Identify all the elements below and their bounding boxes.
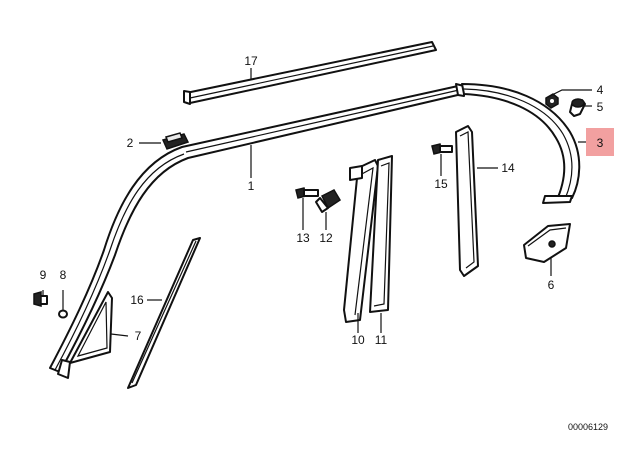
callout-8: 8 xyxy=(60,268,67,282)
part-2-clip xyxy=(161,132,190,150)
callout-7: 7 xyxy=(135,329,142,343)
document-number: 00006129 xyxy=(568,422,608,432)
callout-4: 4 xyxy=(597,83,604,97)
part-8-washer xyxy=(58,309,68,319)
part-3-rear-corner-moulding xyxy=(461,83,581,204)
callout-2: 2 xyxy=(127,136,134,150)
callout-10: 10 xyxy=(351,333,365,347)
callout-15: 15 xyxy=(434,177,448,191)
part-10-pillar-trim xyxy=(343,159,379,323)
part-1-door-frame-moulding xyxy=(49,83,465,379)
part-9-screw xyxy=(33,291,48,307)
callout-12: 12 xyxy=(319,231,333,245)
callout-9: 9 xyxy=(40,268,47,282)
part-11-pillar-trim xyxy=(369,155,393,313)
part-6-bracket xyxy=(523,223,571,263)
callout-13: 13 xyxy=(296,231,310,245)
callout-1: 1 xyxy=(248,179,255,193)
callout-14: 14 xyxy=(501,161,515,175)
callout-11: 11 xyxy=(375,333,388,347)
callout-labels: 17 2 1 4 5 3 6 7 8 9 10 11 12 13 14 15 1… xyxy=(40,54,614,347)
part-15-screw xyxy=(431,143,453,155)
callout-3: 3 xyxy=(597,136,604,150)
part-5-grommet xyxy=(569,98,586,117)
part-16-front-pillar-strip xyxy=(127,237,201,389)
part-13-screw xyxy=(295,187,319,199)
part-17-roof-strip xyxy=(183,41,437,105)
callout-6: 6 xyxy=(548,278,555,292)
part-7-mirror-triangle-trim xyxy=(69,291,113,364)
callout-3-highlight xyxy=(586,128,614,156)
callout-17: 17 xyxy=(244,54,258,68)
callout-16: 16 xyxy=(130,293,144,307)
part-12-clip xyxy=(315,189,342,213)
part-14-rear-pillar-strip xyxy=(455,125,479,277)
part-4-nut xyxy=(545,93,559,109)
callout-5: 5 xyxy=(597,100,604,114)
